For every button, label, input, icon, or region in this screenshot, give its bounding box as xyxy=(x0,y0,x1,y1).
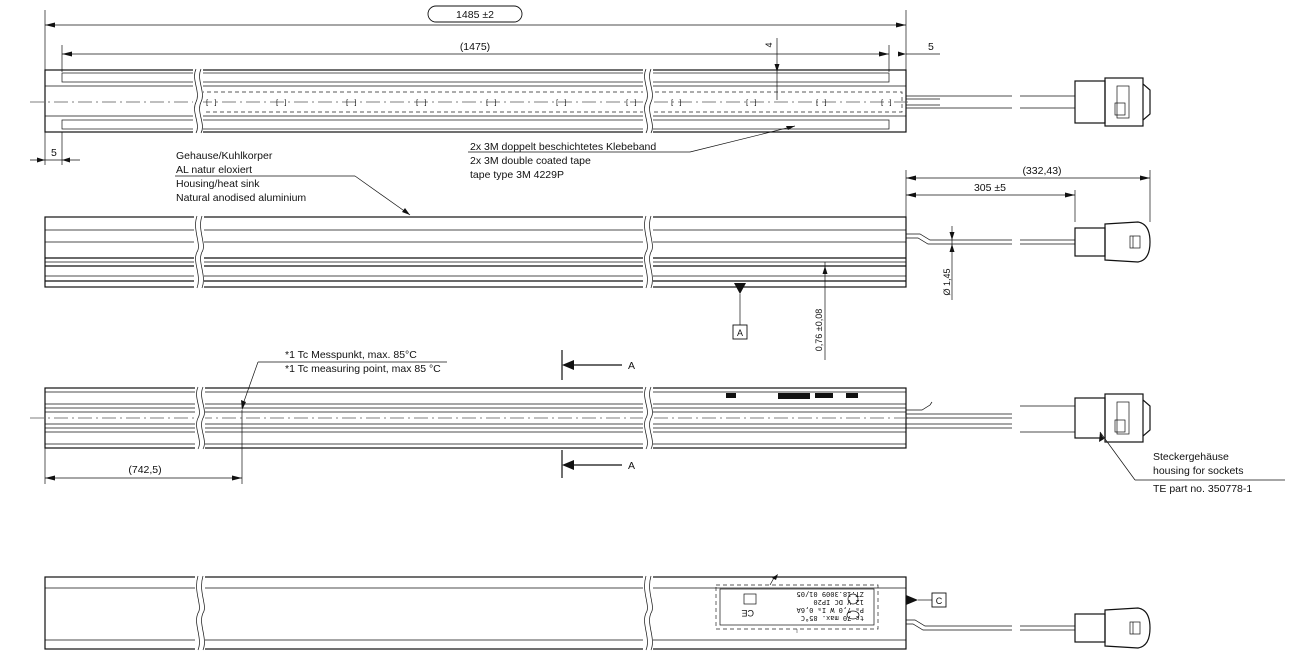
tape-gap-label: 4 xyxy=(764,42,774,47)
socket-callout-line1: Steckergehäuse xyxy=(1153,451,1229,463)
connector-side xyxy=(1074,221,1151,263)
view-c-ref: C xyxy=(936,596,943,606)
cable-total-label: (332,43) xyxy=(1022,165,1061,177)
view-a-ref: A xyxy=(737,328,743,338)
socket-callout-line2: housing for sockets xyxy=(1153,465,1243,477)
tape-callout-line3: tape type 3M 4229P xyxy=(470,169,564,181)
connector-bottom xyxy=(1074,607,1151,649)
svg-text:[ ]: [ ] xyxy=(485,99,498,107)
pcb-components xyxy=(726,393,858,399)
section-a-top: A xyxy=(628,360,635,372)
svg-text:[ ]: [ ] xyxy=(205,99,218,107)
total-length-box xyxy=(427,5,523,23)
view-c-box xyxy=(931,592,947,608)
svg-text:[ ]: [ ] xyxy=(670,99,683,107)
view-side: Gehause/Kuhlkorper AL natur eloxiert Hou… xyxy=(44,150,1151,360)
tape-thickness-label: 0,76 ±0,08 xyxy=(814,309,824,351)
led-markers: [ ] [ ] [ ] [ ] [ ] [ ] [ ] [ ] [ ] [ ] … xyxy=(205,99,893,107)
housing-callout-line4: Natural anodised aluminium xyxy=(176,192,306,204)
end-offset-left-label: 5 xyxy=(51,147,57,159)
label-line1: tc 70 max. 85°C xyxy=(801,614,864,622)
housing-callout-line1: Gehause/Kuhlkorper xyxy=(176,150,273,162)
connector-section xyxy=(1074,393,1151,443)
end-offset-right-label: 5 xyxy=(928,41,934,53)
svg-text:[ ]: [ ] xyxy=(745,99,758,107)
svg-text:[ ]: [ ] xyxy=(625,99,638,107)
svg-text:[ ]: [ ] xyxy=(275,99,288,107)
housing-callout-line3: Housing/heat sink xyxy=(176,178,260,190)
cable-diameter-label: Ø 1,45 xyxy=(942,268,952,295)
tc-callout-line2: *1 Tc measuring point, max 85 °C xyxy=(285,363,441,375)
svg-text:[ ]: [ ] xyxy=(345,99,358,107)
label-ce-mark: CE xyxy=(741,608,754,618)
profile-length-label: (1475) xyxy=(460,41,490,53)
view-top-tape-side: 1485 ±2 (1475) 5 4 [ ] [ ] [ ] [ ] [ ] xyxy=(30,5,1151,181)
tc-position-label: (742,5) xyxy=(128,464,161,476)
svg-text:[ ]: [ ] xyxy=(880,99,893,107)
product-label-plate: tc 70 max. 85°C Pₘ 7,0 W Iₘ 0,6A 12 V DC… xyxy=(715,584,879,630)
label-line4: ZT.18.3009 01/05 xyxy=(797,590,864,598)
view-a-box xyxy=(732,324,748,340)
tape-callout-line2: 2x 3M double coated tape xyxy=(470,155,591,167)
view-bottom-label: tc 70 max. 85°C Pₘ 7,0 W Iₘ 0,6A 12 V DC… xyxy=(44,574,1151,651)
connector-top xyxy=(1074,77,1151,127)
total-length-label: 1485 ±2 xyxy=(456,9,494,21)
socket-callout-line3: TE part no. 350778-1 xyxy=(1153,483,1252,495)
housing-callout-line2: AL natur eloxiert xyxy=(176,164,252,176)
tc-callout-line1: *1 Tc Messpunkt, max. 85°C xyxy=(285,349,417,361)
cable-length-label: 305 ±5 xyxy=(974,182,1006,194)
svg-text:[ ]: [ ] xyxy=(415,99,428,107)
tape-callout-line1: 2x 3M doppelt beschichtetes Klebeband xyxy=(470,141,656,153)
view-section-a: *1 Tc Messpunkt, max. 85°C *1 Tc measuri… xyxy=(30,349,1285,495)
label-line2: Pₘ 7,0 W Iₘ 0,6A xyxy=(796,606,864,614)
section-a-bottom: A xyxy=(628,460,635,472)
label-line3: 12 V DC IP20 xyxy=(813,598,864,606)
svg-text:[ ]: [ ] xyxy=(555,99,568,107)
svg-text:[ ]: [ ] xyxy=(815,99,828,107)
